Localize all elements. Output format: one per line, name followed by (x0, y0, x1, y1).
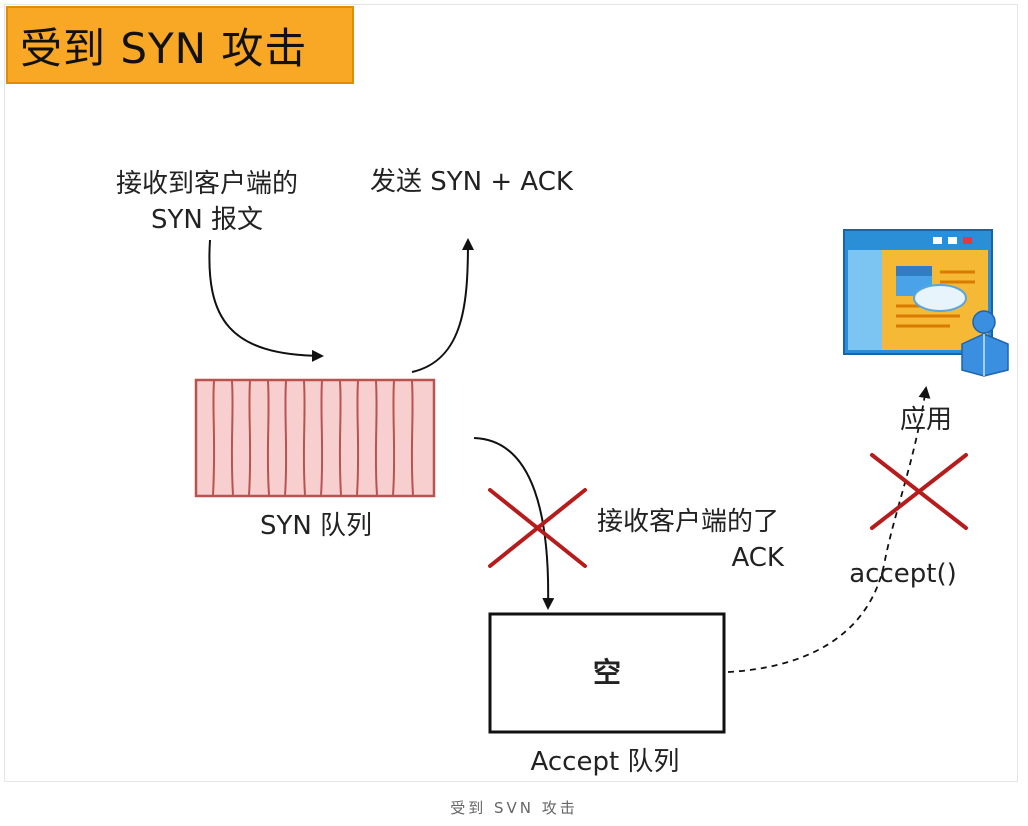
to-accept-queue-arrow (473, 437, 555, 610)
send-syn-ack-arrow (411, 238, 474, 373)
syn-queue-label: SYN 队列 (259, 511, 373, 541)
ack-blocked-cross (488, 488, 587, 568)
accept-queue-label: Accept 队列 (530, 747, 680, 777)
receive-syn-line2: SYN 报文 (150, 205, 264, 235)
accept-call-arrow (727, 386, 931, 673)
accept-queue (488, 612, 726, 734)
receive-ack-line2: ACK (731, 543, 784, 573)
send-syn-ack-label: 发送 SYN + ACK (370, 167, 573, 197)
title-text: 受到 SYN 攻击 (20, 23, 308, 73)
accept-call-label: accept() (849, 559, 957, 589)
receive-syn-label: 接收到客户端的 SYN 报文 (92, 166, 322, 238)
receive-syn-line1: 接收到客户端的 (115, 169, 298, 199)
user-chat-icon (913, 284, 1009, 377)
app-label: 应用 (899, 405, 952, 435)
accept-queue-content: 空 (592, 656, 621, 689)
receive-ack-label: 接收客户端的了 ACK (578, 504, 798, 576)
syn-queue (194, 378, 436, 498)
receive-ack-line1: 接收客户端的了 (596, 507, 779, 537)
figure-caption: 受到 SVN 攻击 (450, 799, 578, 817)
incoming-syn-arrow (208, 239, 324, 362)
title-banner: 受到 SYN 攻击 (6, 6, 354, 84)
accept-blocked-cross (870, 453, 968, 530)
